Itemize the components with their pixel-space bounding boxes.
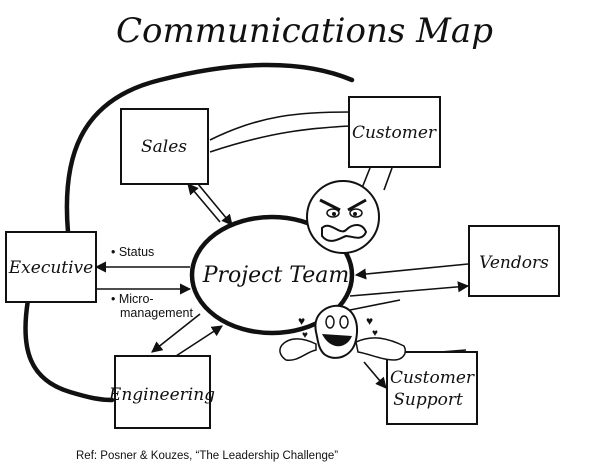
- team-to-engineering-arrow: [151, 313, 201, 353]
- diagram-title: Communications Map: [116, 11, 493, 51]
- customer-support-box: [386, 351, 478, 425]
- node-customer-support: Customer Support: [386, 351, 478, 425]
- customer-face-link-2: [383, 167, 393, 191]
- engineering-to-team-arrow: [175, 325, 223, 357]
- engineering-box: [114, 355, 211, 429]
- micromanagement-annotation-1: • Micro-: [111, 292, 154, 306]
- engineering-label: Engineering: [108, 385, 215, 405]
- project-team-label: Project Team: [202, 263, 350, 288]
- customer-support-label-2: Support: [393, 390, 463, 410]
- heart-icon-right-2: ♥: [372, 328, 378, 339]
- team-to-vendors-arrow: [349, 281, 470, 297]
- node-executive: Executive: [5, 231, 97, 303]
- executive-label: Executive: [8, 258, 93, 278]
- status-annotation: • Status: [111, 245, 154, 259]
- node-sales: Sales: [120, 108, 209, 185]
- happy-face-icon: ♥ ♥ ♥ ♥: [279, 304, 406, 361]
- sales-box: [120, 108, 209, 185]
- vendors-label: Vendors: [479, 253, 549, 273]
- node-project-team: Project Team: [189, 214, 355, 336]
- reference-citation: Ref: Posner & Kouzes, “The Leadership Ch…: [76, 450, 338, 462]
- sales-to-team-arrow: [197, 183, 233, 226]
- heart-icon-left-2: ♥: [302, 330, 308, 341]
- team-happy-link: [349, 299, 401, 311]
- customer-box: [348, 96, 441, 168]
- heart-icon-right: ♥: [366, 314, 373, 328]
- customer-label: Customer: [352, 123, 437, 143]
- executive-engineering-curve: [23, 297, 115, 403]
- customer-support-label-1: Customer: [390, 368, 475, 388]
- executive-box: [5, 231, 97, 303]
- vendors-box: [468, 225, 560, 297]
- vendors-to-team-arrow: [354, 263, 469, 280]
- support-arrow: [363, 361, 387, 389]
- project-team-ellipse: [189, 214, 355, 336]
- sales-customer-link: [209, 111, 351, 141]
- team-to-sales-arrow: [187, 183, 221, 223]
- sales-label: Sales: [141, 137, 187, 157]
- node-vendors: Vendors: [468, 225, 560, 297]
- node-engineering: Engineering: [108, 355, 215, 429]
- angry-face-icon: [306, 180, 380, 254]
- executive-customer-curve: [64, 62, 355, 235]
- heart-icon-left: ♥: [298, 314, 305, 328]
- micromanagement-annotation-2: management: [120, 306, 193, 320]
- sales-customer-link-2: [209, 125, 351, 153]
- node-customer: Customer: [348, 96, 441, 168]
